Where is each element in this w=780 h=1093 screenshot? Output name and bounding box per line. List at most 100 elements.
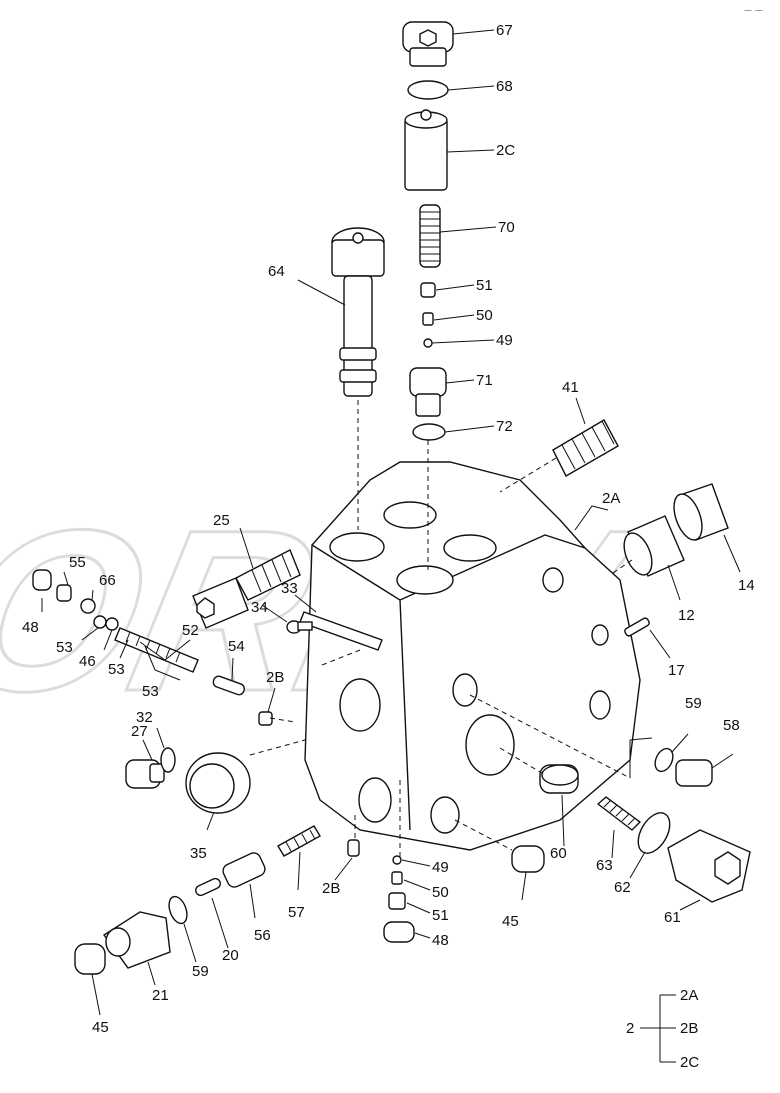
part-59-right-oring — [654, 747, 674, 773]
part-12-bearing — [623, 515, 685, 577]
label-56: 56 — [254, 927, 271, 944]
part-71-plug — [409, 367, 447, 417]
label-35: 35 — [190, 845, 207, 862]
label-50-bottom: 50 — [432, 884, 449, 901]
legend-bracket: 2 2A 2B 2C — [626, 987, 699, 1071]
part-67-plug — [402, 21, 454, 67]
part-72-oring — [412, 423, 446, 441]
label-53-c: 53 — [142, 683, 159, 700]
label-2B-top: 2B — [266, 669, 284, 686]
label-46: 46 — [79, 653, 96, 670]
part-62-oring — [637, 812, 671, 854]
part-34-screw — [286, 620, 313, 634]
part-35-cap — [185, 752, 251, 814]
part-51-bottom — [388, 892, 406, 910]
legend-parent: 2 — [626, 1020, 634, 1037]
label-61: 61 — [664, 909, 681, 926]
part-labels: 67 68 2C 70 51 50 49 71 72 41 64 2A 14 1… — [22, 22, 755, 1036]
part-48-left — [32, 569, 52, 591]
housing-2A — [304, 461, 641, 851]
part-70-spring — [419, 204, 441, 268]
legend-child-2A: 2A — [680, 987, 698, 1004]
part-53-left — [93, 615, 107, 629]
part-2B-bottom — [347, 839, 360, 857]
label-49-bottom: 49 — [432, 859, 449, 876]
leader-lines — [41, 29, 741, 1016]
part-55 — [56, 584, 72, 602]
label-27: 27 — [131, 723, 148, 740]
label-64: 64 — [268, 263, 285, 280]
part-45-right-cap — [511, 845, 545, 873]
label-59-left: 59 — [192, 963, 209, 980]
label-51-top: 51 — [476, 277, 493, 294]
label-58: 58 — [723, 717, 740, 734]
label-62: 62 — [614, 879, 631, 896]
part-49-bottom — [392, 855, 402, 865]
label-72: 72 — [496, 418, 513, 435]
part-25-bolt — [192, 549, 301, 629]
part-59-left-oring — [168, 895, 188, 925]
label-71: 71 — [476, 372, 493, 389]
part-66 — [80, 598, 96, 614]
label-33: 33 — [281, 580, 298, 597]
label-57: 57 — [288, 904, 305, 921]
part-45-left-cap — [74, 943, 106, 975]
label-63: 63 — [596, 857, 613, 874]
label-70: 70 — [498, 219, 515, 236]
legend-child-2C: 2C — [680, 1054, 699, 1071]
part-14-ring — [673, 483, 729, 541]
label-48-bottom: 48 — [432, 932, 449, 949]
part-32-oring — [160, 747, 176, 773]
part-2C-sleeve — [404, 109, 448, 191]
part-58-plug — [675, 759, 713, 787]
part-27-plug — [125, 759, 165, 789]
part-41-spring — [552, 419, 619, 477]
label-2A: 2A — [602, 490, 620, 507]
part-56-fitting — [222, 852, 266, 888]
label-59-right: 59 — [685, 695, 702, 712]
part-57-spring — [277, 825, 321, 857]
label-48-left: 48 — [22, 619, 39, 636]
label-60: 60 — [550, 845, 567, 862]
label-54: 54 — [228, 638, 245, 655]
center-lines — [249, 400, 653, 860]
label-25: 25 — [213, 512, 230, 529]
part-20-pin — [195, 877, 221, 897]
label-17: 17 — [668, 662, 685, 679]
label-2C: 2C — [496, 142, 515, 159]
label-66: 66 — [99, 572, 116, 589]
part-50-bottom — [391, 871, 403, 885]
part-49-top — [423, 338, 433, 348]
label-21: 21 — [152, 987, 169, 1004]
label-53-b: 53 — [108, 661, 125, 678]
part-33-plate — [299, 611, 383, 651]
part-52-spool — [114, 627, 199, 673]
label-45-right: 45 — [502, 913, 519, 930]
part-60-pin — [539, 764, 579, 794]
part-61-plug — [667, 829, 751, 903]
part-68-oring — [407, 80, 449, 100]
corner-mark: ㅡ ㅡ — [744, 6, 763, 16]
part-48-bottom — [383, 921, 415, 943]
label-68: 68 — [496, 78, 513, 95]
part-54-pin — [212, 675, 246, 696]
label-14: 14 — [738, 577, 755, 594]
label-52: 52 — [182, 622, 199, 639]
label-67: 67 — [496, 22, 513, 39]
label-12: 12 — [678, 607, 695, 624]
label-32: 32 — [136, 709, 153, 726]
part-17-pin — [624, 617, 650, 637]
label-20: 20 — [222, 947, 239, 964]
part-63-spring — [596, 796, 642, 831]
part-50-top — [422, 312, 434, 326]
part-64-spool — [331, 227, 385, 397]
part-46 — [105, 617, 119, 631]
label-53-a: 53 — [56, 639, 73, 656]
legend-child-2B: 2B — [680, 1020, 698, 1037]
part-51-top — [420, 282, 436, 298]
label-55: 55 — [69, 554, 86, 571]
label-34: 34 — [251, 599, 268, 616]
label-50-top: 50 — [476, 307, 493, 324]
label-49-top: 49 — [496, 332, 513, 349]
